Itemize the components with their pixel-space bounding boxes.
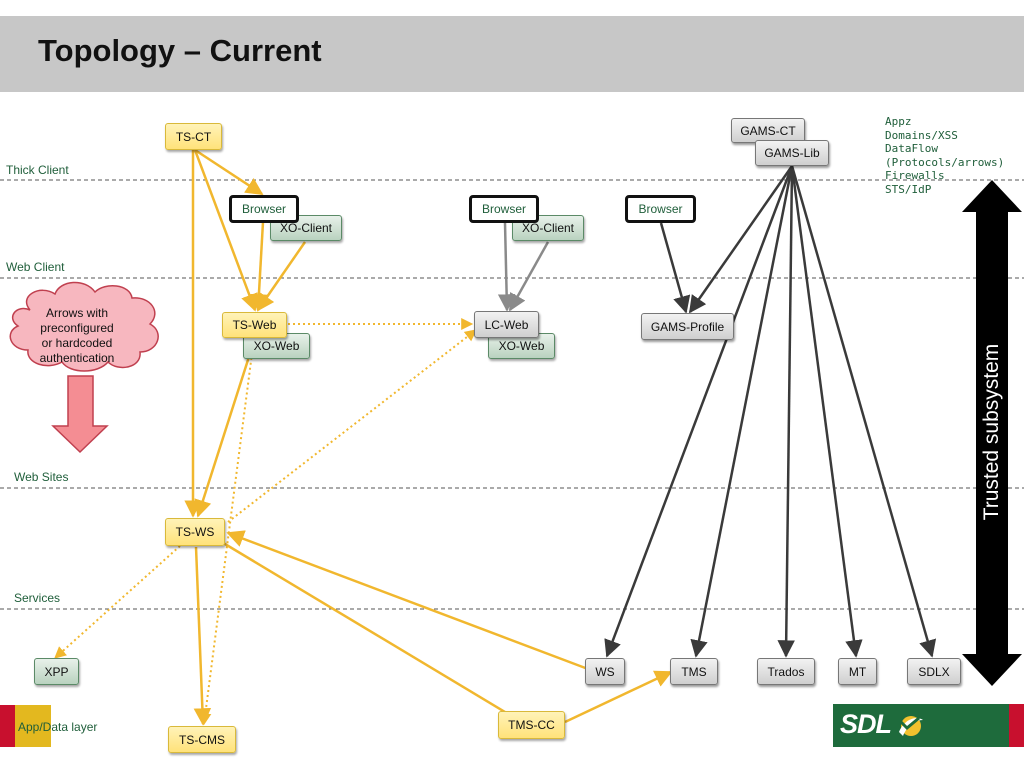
- layer-web-sites: Web Sites: [14, 470, 69, 484]
- arrow-gamslib-sdlx: [790, 165, 937, 658]
- note-item: (Protocols/arrows): [885, 155, 1005, 169]
- trusted-subsystem-label: Trusted subsystem: [980, 343, 1003, 521]
- arrow-tsweb-tsws: [194, 337, 257, 518]
- node-ws[interactable]: WS: [585, 658, 625, 685]
- cloud-callout: [9, 281, 159, 372]
- layer-app-data: App/Data layer: [18, 720, 98, 734]
- notes-list: Appz Domains/XSS DataFlow (Protocols/arr…: [885, 115, 1004, 196]
- arrow-tsct-browser: [194, 148, 264, 196]
- title-bar: Topology – Current: [0, 16, 1024, 92]
- layer-web-client: Web Client: [6, 260, 65, 274]
- arrow-tsct-tsweb: [193, 149, 258, 312]
- cloud-line: Arrows with: [45, 306, 108, 320]
- arrow-ws-tsws: [226, 530, 589, 671]
- note-item: Appz: [885, 115, 912, 128]
- arrow-gamslib-ws: [604, 165, 794, 658]
- cloud-down-arrow: [51, 375, 109, 454]
- layer-services: Services: [14, 591, 61, 605]
- node-browser-3[interactable]: Browser: [625, 195, 696, 223]
- arrow-gamslib-tms: [690, 165, 794, 658]
- node-gams-lib[interactable]: GAMS-Lib: [755, 140, 829, 166]
- arrow-tsws-tmscc: [219, 539, 516, 720]
- note-item: DataFlow: [885, 142, 938, 155]
- layer-thick-client: Thick Client: [6, 163, 69, 177]
- node-ts-cms[interactable]: TS-CMS: [168, 726, 236, 753]
- note-item: Domains/XSS: [885, 128, 958, 142]
- cloud-line: or hardcoded: [41, 336, 113, 350]
- arrow-xoclient-tsweb: [256, 241, 307, 312]
- node-ts-ct[interactable]: TS-CT: [165, 123, 222, 150]
- node-gams-profile[interactable]: GAMS-Profile: [641, 313, 734, 340]
- cloud-line: authentication: [39, 351, 115, 365]
- arrow-tsws-tscms: [193, 546, 212, 726]
- node-ts-ws[interactable]: TS-WS: [165, 518, 225, 546]
- node-gams-ct[interactable]: GAMS-CT: [731, 118, 805, 143]
- sdl-logo-red-strip: [1009, 704, 1024, 747]
- sdl-logo-text: SDL: [840, 709, 892, 739]
- node-xpp[interactable]: XPP: [34, 658, 79, 685]
- node-browser-2[interactable]: Browser: [469, 195, 539, 223]
- node-lc-web[interactable]: LC-Web: [474, 311, 539, 338]
- dotted-tsws-xpp: [54, 545, 181, 659]
- trusted-double-arrow: [962, 180, 1022, 686]
- arrow-browser3-gamsprofile: [659, 222, 691, 314]
- node-mt[interactable]: MT: [838, 658, 877, 685]
- arrow-tmscc-tms: [564, 670, 673, 724]
- node-sdlx[interactable]: SDLX: [907, 658, 961, 685]
- page-title: Topology – Current: [38, 33, 322, 68]
- arrow-gamslib-gamsprofile: [688, 165, 794, 314]
- node-tms[interactable]: TMS: [670, 658, 718, 685]
- node-ts-web[interactable]: TS-Web: [222, 312, 287, 338]
- cloud-line: preconfigured: [40, 321, 114, 335]
- note-item: STS/IdP: [885, 182, 932, 196]
- node-tms-cc[interactable]: TMS-CC: [498, 711, 565, 739]
- arrow-gamslib-mt: [790, 165, 863, 658]
- footer-yellow-block: [15, 705, 51, 747]
- arrow-xoclient2-lcweb: [508, 241, 550, 312]
- node-trados[interactable]: Trados: [757, 658, 815, 685]
- sdl-logo-background: [833, 704, 1009, 747]
- node-xo-web-2[interactable]: XO-Web: [488, 333, 555, 359]
- footer-red-block: [0, 705, 15, 747]
- node-browser-1[interactable]: Browser: [229, 195, 299, 223]
- note-item: Firewalls: [885, 169, 945, 182]
- arrow-browser-tsweb: [250, 221, 268, 312]
- cloud-callout-text: Arrows with preconfigured or hardcoded a…: [18, 306, 136, 366]
- arrow-browser2-lcweb: [497, 222, 516, 312]
- dotted-tsws-lcweb: [227, 329, 477, 523]
- sdl-globe-icon: [899, 716, 923, 736]
- arrow-gamslib-trados: [777, 165, 795, 658]
